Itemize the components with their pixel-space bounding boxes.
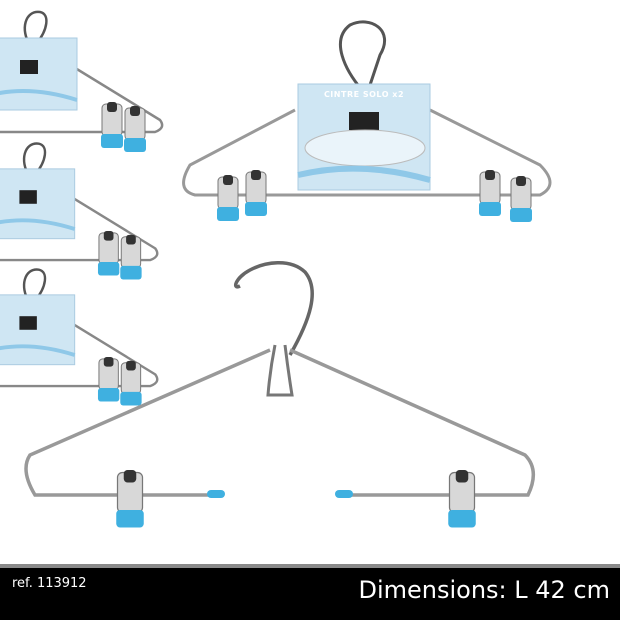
packaging-label: CINTRE SOLO x2: [324, 90, 404, 99]
reference-number: ref. 113912: [12, 576, 87, 591]
hanger-illustration: CINTRE SOLO x2: [0, 0, 552, 529]
dimensions-label: Dimensions: L 42 cm: [358, 576, 610, 604]
footer-divider: [0, 564, 620, 568]
packaged-hanger: CINTRE SOLO x2: [182, 20, 552, 223]
mini-hanger-2: [0, 144, 157, 280]
footer-bar: ref. 113912 Dimensions: L 42 cm: [0, 568, 620, 620]
main-hanger: [24, 261, 535, 529]
mini-hanger-1: [0, 12, 162, 152]
mini-hanger-3: [0, 270, 157, 406]
